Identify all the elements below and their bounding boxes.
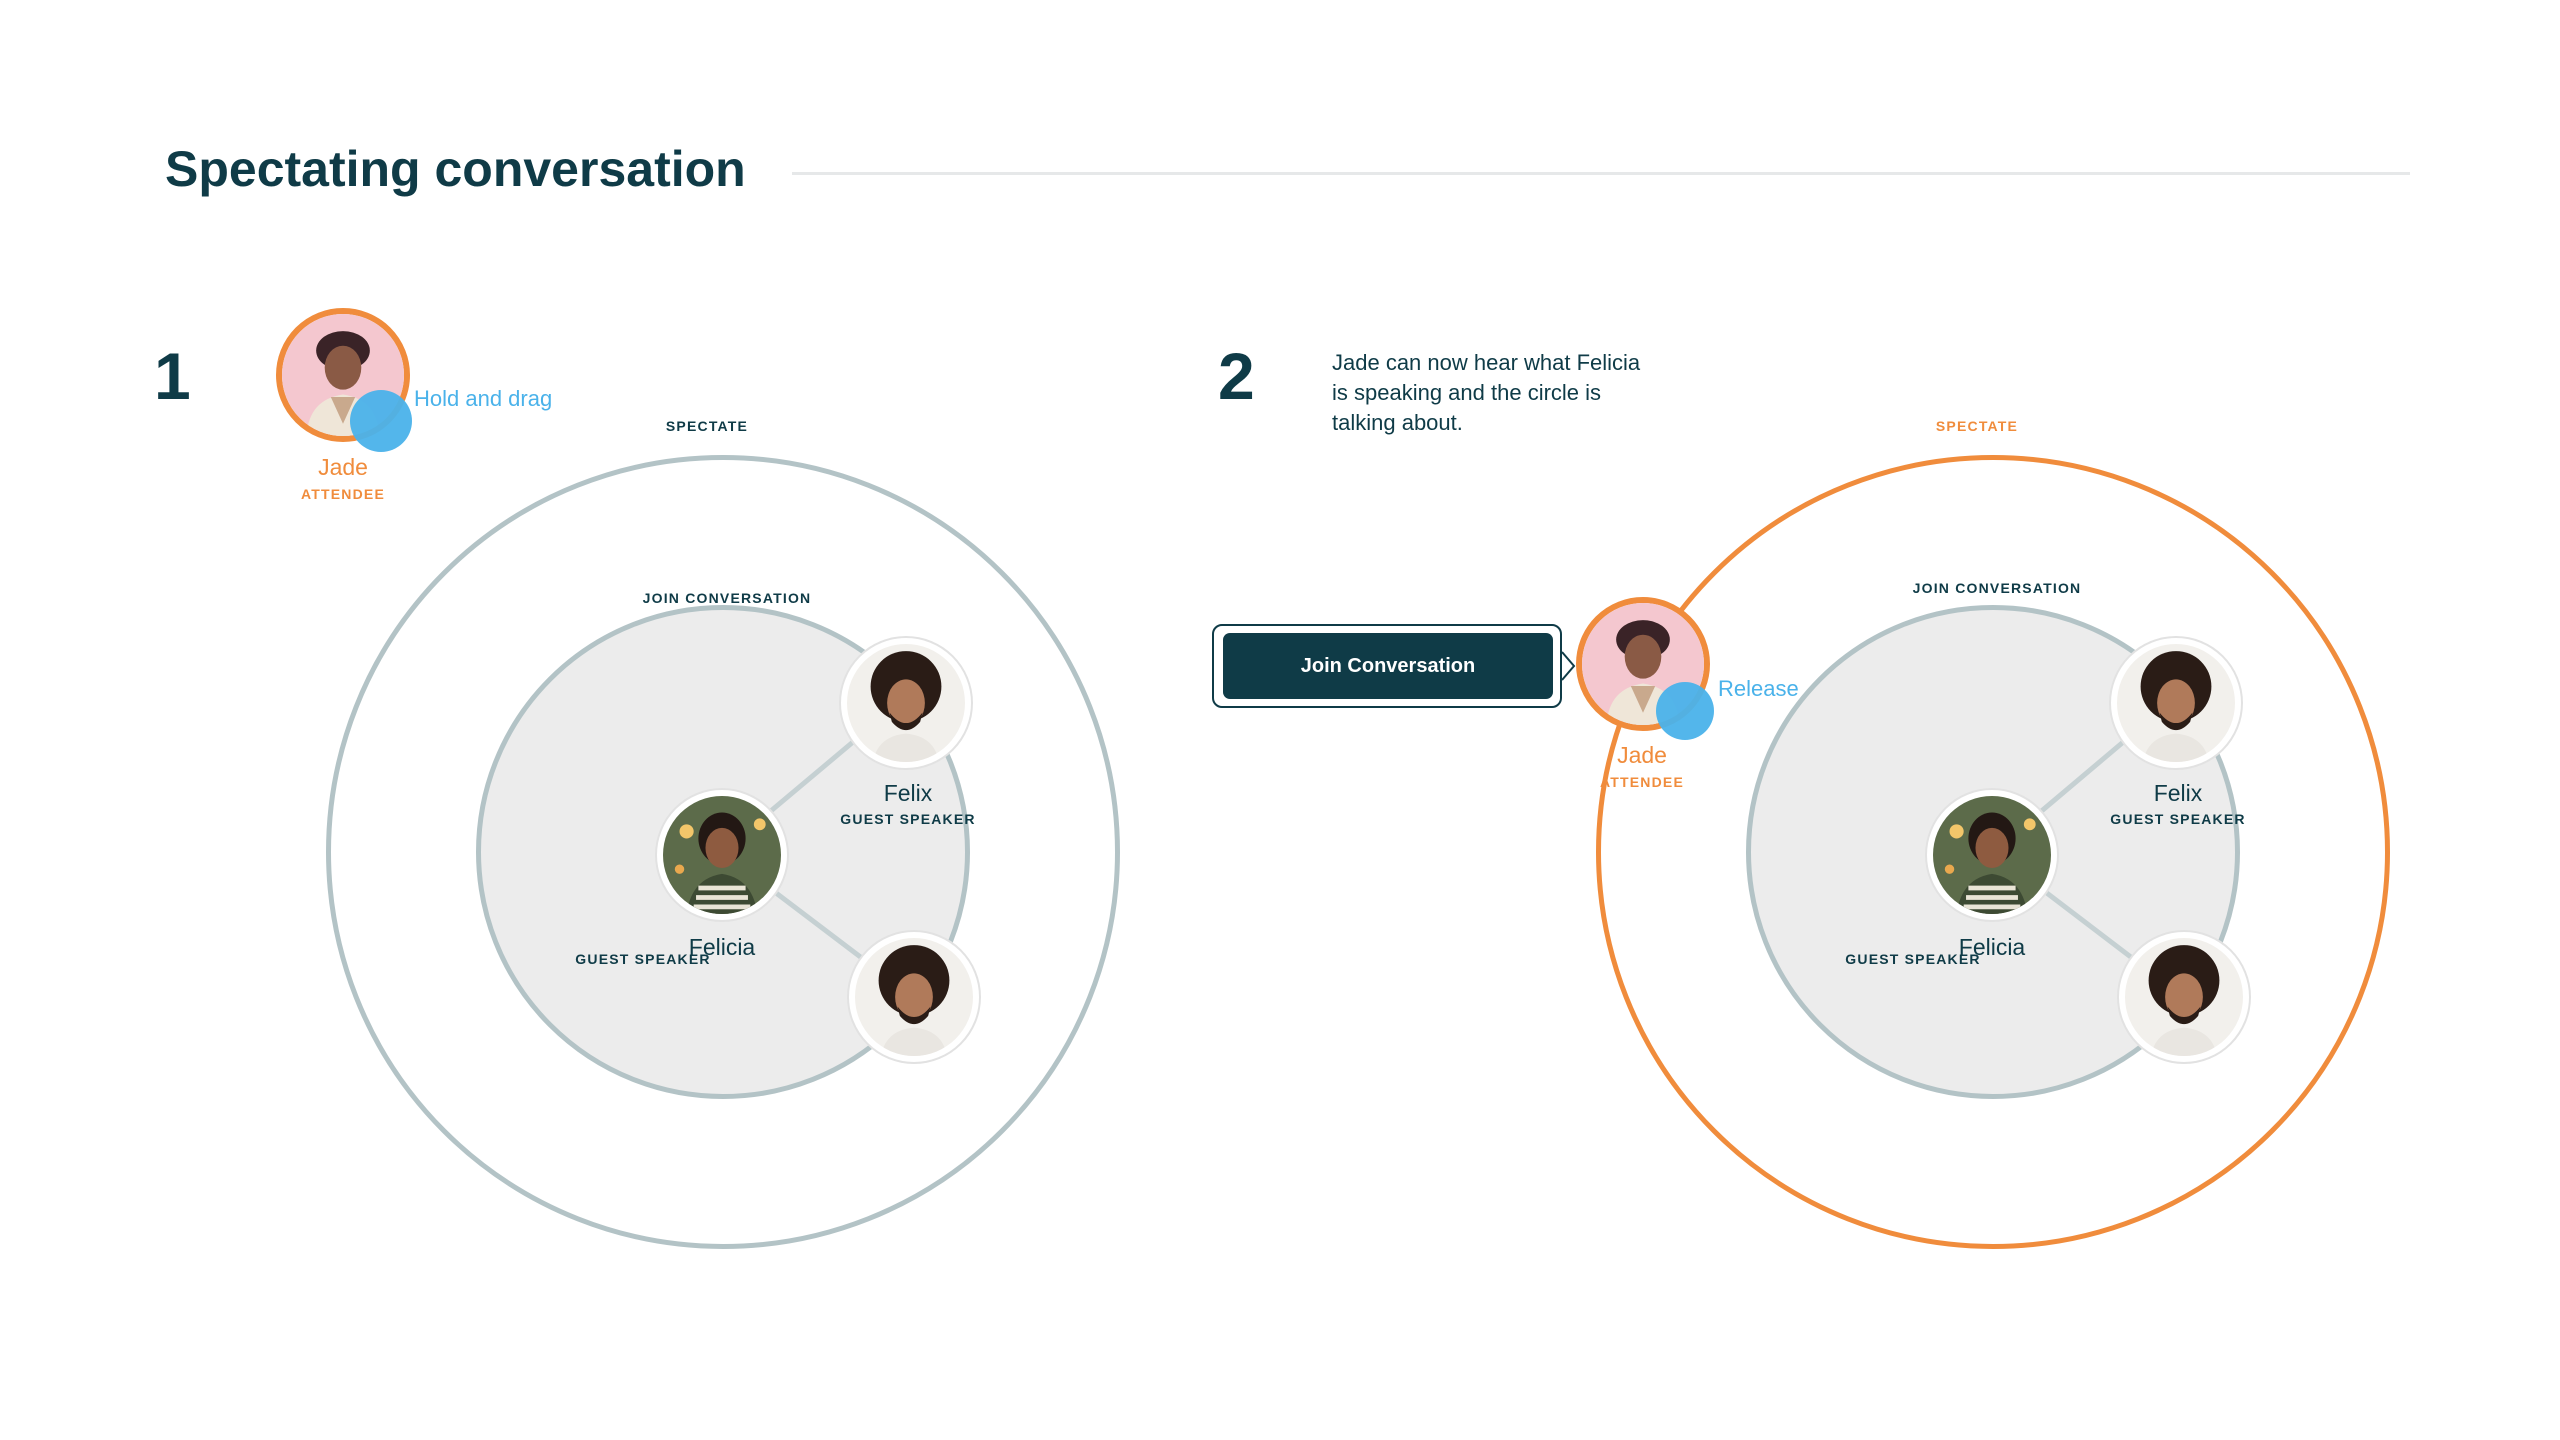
felicia-photo-2 — [1933, 796, 2051, 914]
title-divider — [792, 172, 2410, 175]
release-hint: Release — [1718, 676, 1799, 701]
jade-avatar-dragging[interactable] — [276, 308, 410, 442]
spectate-zone-active[interactable] — [1596, 455, 2390, 1249]
jade-role: ATTENDEE — [300, 486, 386, 502]
felix-avatar[interactable] — [841, 638, 971, 768]
felix-name-2: Felix — [2153, 780, 2203, 806]
join-conversation-label-2: JOIN CONVERSATION — [1912, 580, 2082, 596]
felicia-name: Felicia — [688, 934, 756, 960]
jade-photo — [282, 314, 404, 436]
participant-avatar[interactable] — [849, 932, 979, 1062]
felicia-avatar[interactable] — [657, 790, 787, 920]
step-2-description: Jade can now hear what Felicia is speaki… — [1332, 350, 1641, 435]
spectate-zone[interactable] — [326, 455, 1120, 1249]
spectate-label: SPECTATE — [665, 418, 749, 434]
felicia-avatar-2[interactable] — [1927, 790, 2057, 920]
felix-photo — [847, 644, 965, 762]
jade-name: Jade — [318, 454, 368, 480]
felix-role-2: GUEST SPEAKER — [2110, 811, 2246, 827]
step-2-number: 2 — [1218, 339, 1255, 413]
join-conversation-label: JOIN CONVERSATION — [642, 590, 812, 606]
felix-avatar-2[interactable] — [2111, 638, 2241, 768]
felix-role: GUEST SPEAKER — [840, 811, 976, 827]
step-1-number: 1 — [154, 339, 191, 413]
felicia-name-2: Felicia — [1958, 934, 2026, 960]
felix-name: Felix — [883, 780, 933, 806]
tooltip-arrow — [1561, 651, 1576, 681]
jade-role-2: ATTENDEE — [1599, 774, 1685, 790]
touch-point-icon — [350, 390, 412, 452]
participant-avatar-2[interactable] — [2119, 932, 2249, 1062]
spectate-label-active: SPECTATE — [1935, 418, 2019, 434]
release-touch-icon — [1656, 682, 1714, 740]
participant-photo — [855, 938, 973, 1056]
felicia-role: GUEST SPEAKER — [575, 951, 711, 967]
hold-and-drag-hint: Hold and drag — [414, 386, 553, 411]
participant-photo-2 — [2125, 938, 2243, 1056]
felicia-photo — [663, 796, 781, 914]
felix-photo-2 — [2117, 644, 2235, 762]
jade-name-2: Jade — [1617, 742, 1667, 768]
felicia-role-2: GUEST SPEAKER — [1845, 951, 1981, 967]
join-conversation-tooltip: Join Conversation — [1212, 624, 1562, 708]
join-conversation-button[interactable]: Join Conversation — [1223, 633, 1553, 699]
page-title: Spectating conversation — [165, 141, 746, 197]
